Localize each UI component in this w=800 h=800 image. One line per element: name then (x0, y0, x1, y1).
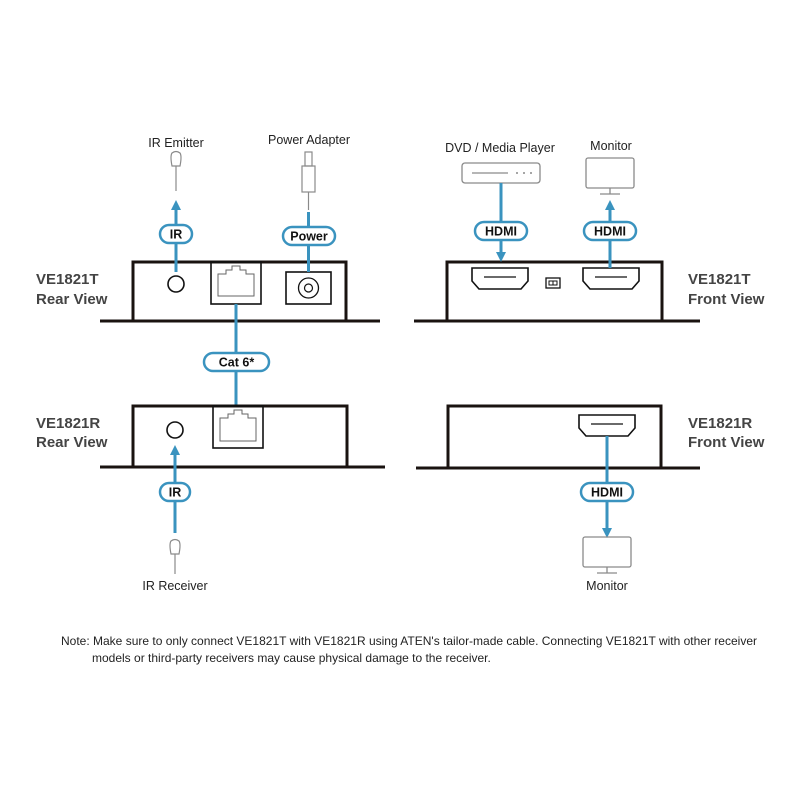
ir-pill-bottom: IR (158, 481, 192, 503)
ve1821r-front-device (416, 404, 700, 470)
power-adapter-icon (301, 151, 316, 210)
rj45-port-icon (210, 261, 262, 305)
cat6-pill: Cat 6* (202, 351, 271, 373)
ve1821t-rear-device (100, 260, 380, 323)
ir-pill-top: IR (158, 223, 194, 245)
hdmi-in-pill: HDMI (473, 220, 529, 242)
ir-receiver-label: IR Receiver (142, 579, 207, 593)
dip-switch-icon (545, 277, 561, 289)
svg-text:Cat 6*: Cat 6* (219, 356, 255, 370)
ve1821r-rear-device (100, 404, 385, 469)
hdmi-in-port-icon (471, 267, 529, 290)
t-front-view-label: Front View (688, 291, 765, 308)
ir-port-icon (167, 275, 185, 293)
rj45-port-icon (212, 405, 264, 449)
ir-receiver-icon (169, 538, 181, 574)
svg-text:IR: IR (170, 228, 183, 242)
r-rear-model-label: VE1821R (36, 415, 100, 432)
note-line-1: Note: Make sure to only connect VE1821T … (61, 634, 757, 648)
r-front-model-label: VE1821R (688, 415, 752, 432)
ir-port-icon (166, 421, 184, 439)
ir-emitter-icon (170, 150, 182, 191)
monitor-bottom-icon (582, 536, 632, 574)
note-text: Note: Make sure to only connect VE1821T … (61, 633, 800, 667)
device-body (131, 260, 348, 321)
svg-text:IR: IR (169, 486, 182, 500)
note-line-2: models or third-party receivers may caus… (92, 651, 491, 665)
svg-text:HDMI: HDMI (591, 486, 623, 500)
monitor-bottom-label: Monitor (586, 579, 628, 593)
t-rear-view-label: Rear View (36, 291, 108, 308)
dvd-player-icon (461, 162, 541, 184)
svg-text:Power: Power (290, 230, 328, 244)
power-port-icon (285, 271, 332, 305)
device-body (131, 404, 349, 467)
ir-emitter-label: IR Emitter (148, 136, 204, 150)
dvd-player-label: DVD / Media Player (445, 141, 555, 155)
hdmi-out-port-icon (578, 414, 636, 437)
power-pill: Power (281, 225, 337, 247)
svg-text:HDMI: HDMI (594, 225, 626, 239)
svg-text:HDMI: HDMI (485, 225, 517, 239)
device-body (445, 260, 664, 321)
r-rear-view-label: Rear View (36, 434, 108, 451)
hdmi-out-pill-bottom: HDMI (579, 481, 635, 503)
r-front-view-label: Front View (688, 434, 765, 451)
power-adapter-label: Power Adapter (268, 133, 350, 147)
monitor-top-label: Monitor (590, 139, 632, 153)
device-body (446, 404, 663, 468)
t-front-model-label: VE1821T (688, 271, 751, 288)
ve1821t-front-device (414, 260, 700, 323)
monitor-top-icon (585, 157, 635, 195)
hdmi-out-pill-top: HDMI (582, 220, 638, 242)
t-rear-model-label: VE1821T (36, 271, 99, 288)
hdmi-out-port-icon (582, 267, 640, 290)
